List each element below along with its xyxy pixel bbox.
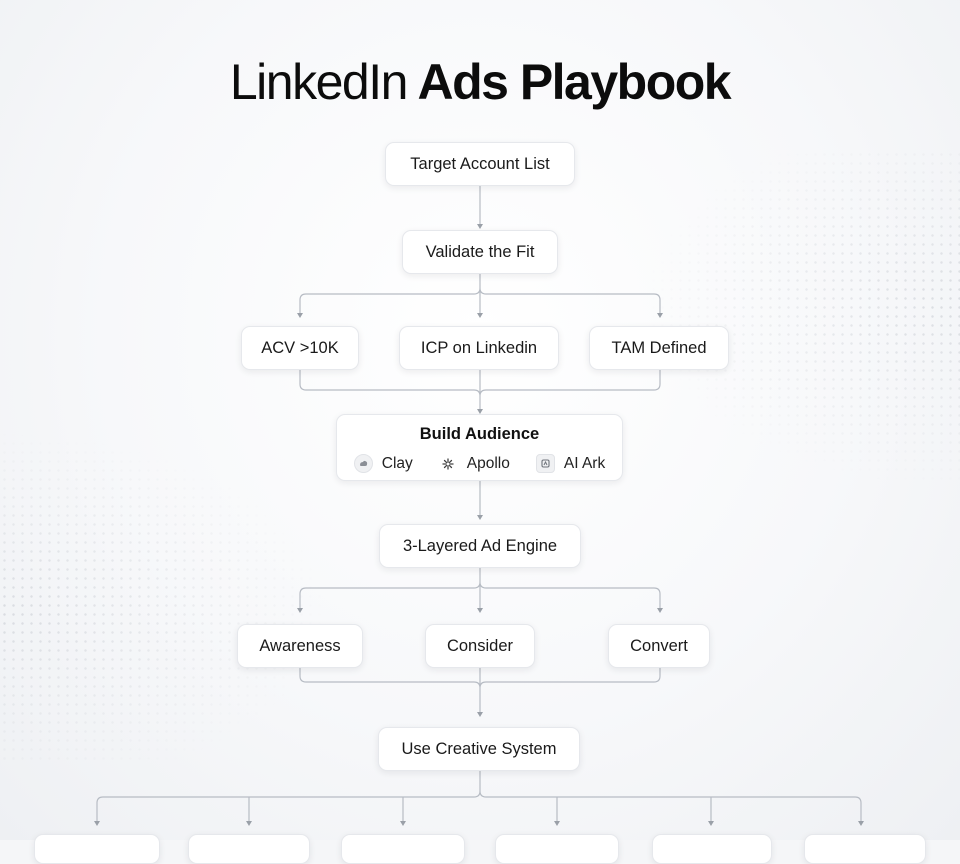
arrowhead [657, 608, 663, 613]
arrowhead [477, 608, 483, 613]
arrowhead [708, 821, 714, 826]
creative-child-node [34, 834, 160, 864]
arrowhead [477, 515, 483, 520]
apollo-icon [439, 454, 458, 473]
node-label: Consider [446, 636, 514, 655]
tool-label: Clay [381, 454, 413, 472]
connector-validate-criteria [299, 274, 661, 314]
arrowhead [477, 712, 483, 717]
arrowhead [400, 821, 406, 826]
build-audience-title: Build Audience [419, 425, 540, 443]
node-layer-awareness: Awareness [237, 624, 363, 668]
arrowhead [246, 821, 252, 826]
tool-label: AI Ark [563, 454, 606, 472]
connector-criteria-audience [299, 370, 661, 410]
tool-clay: Clay [353, 454, 413, 473]
node-criteria-tam: TAM Defined [589, 326, 729, 370]
arrowhead [477, 409, 483, 414]
node-label: TAM Defined [611, 338, 707, 357]
node-label: Use Creative System [401, 739, 557, 758]
node-label: 3-Layered Ad Engine [402, 536, 558, 555]
arrowhead [297, 608, 303, 613]
audience-tools: Clay Apollo AI Ark [353, 454, 606, 473]
arrowhead [554, 821, 560, 826]
arrowhead [477, 224, 483, 229]
node-label: ACV >10K [261, 338, 339, 357]
tool-label: Apollo [466, 454, 510, 472]
node-layer-convert: Convert [608, 624, 710, 668]
title-light: LinkedIn [229, 54, 409, 110]
node-creative-system: Use Creative System [378, 727, 580, 771]
connector-engine-layers [299, 568, 661, 609]
clay-icon [353, 454, 373, 473]
node-layer-consider: Consider [425, 624, 535, 668]
node-target-account-list: Target Account List [385, 142, 575, 186]
creative-child-node [495, 834, 619, 864]
title-bold: Ads Playbook [417, 54, 731, 110]
arrowhead [477, 313, 483, 318]
ai-ark-icon [535, 454, 555, 473]
arrowhead [858, 821, 864, 826]
flow-connectors [94, 186, 864, 826]
arrowhead [657, 313, 663, 318]
tool-ai-ark: AI Ark [535, 454, 606, 473]
node-label: Awareness [259, 636, 341, 655]
node-label: Convert [630, 636, 688, 655]
connector-layers-creative [299, 668, 661, 713]
page-title: LinkedIn Ads Playbook [0, 52, 960, 112]
node-build-audience: Build Audience Clay Apollo AI Ark [336, 414, 623, 481]
node-label: Target Account List [410, 154, 550, 173]
node-criteria-acv: ACV >10K [241, 326, 359, 370]
node-label: ICP on Linkedin [420, 338, 538, 357]
node-ad-engine: 3-Layered Ad Engine [379, 524, 581, 568]
tool-apollo: Apollo [439, 454, 510, 473]
arrowhead [297, 313, 303, 318]
node-label: Validate the Fit [425, 242, 535, 261]
connector-creative-children [96, 771, 862, 822]
creative-child-node [341, 834, 465, 864]
creative-child-node [188, 834, 310, 864]
creative-child-node [652, 834, 772, 864]
node-validate-fit: Validate the Fit [402, 230, 558, 274]
creative-child-node [804, 834, 926, 864]
node-criteria-icp: ICP on Linkedin [399, 326, 559, 370]
arrowhead [94, 821, 100, 826]
